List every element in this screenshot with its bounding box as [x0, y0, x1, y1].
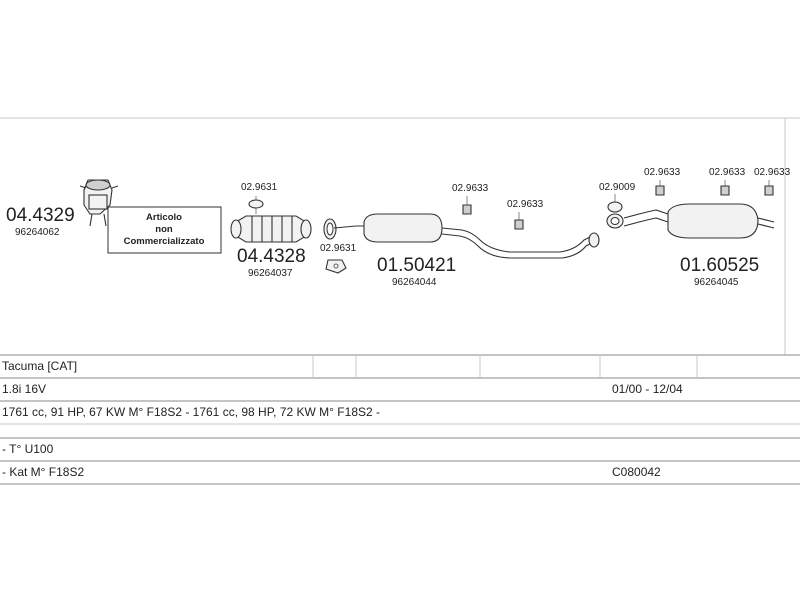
part-number-p3: 01.50421 — [377, 255, 456, 276]
gasket-g2-icon[interactable] — [325, 259, 347, 274]
note-line-3: Commercializzato — [124, 236, 205, 247]
catalyst-code: - Kat M° F18S2 — [2, 465, 85, 479]
small-part-g1: 02.9631 — [241, 182, 278, 193]
catalytic-converter-part[interactable] — [230, 215, 312, 243]
middle-silencer-part[interactable] — [333, 213, 600, 259]
production-dates: 01/00 - 12/04 — [612, 382, 683, 396]
part-number-p1: 04.4329 — [6, 205, 75, 226]
engine-label: 1.8i 16V — [2, 382, 47, 396]
part-number-p4: 01.60525 — [680, 255, 759, 276]
note-line-1: Articolo — [146, 212, 182, 223]
small-part-h2: 02.9633 — [507, 199, 544, 210]
hanger-h1-icon[interactable] — [462, 204, 472, 215]
note-line-2: non — [155, 224, 173, 235]
gasket-g1-icon[interactable] — [248, 199, 264, 209]
engine-specs: 1761 cc, 91 HP, 67 KW M° F18S2 - 1761 cc… — [2, 405, 380, 419]
model-name: Tacuma [CAT] — [2, 359, 78, 373]
oem-number-p4: 96264045 — [694, 277, 739, 288]
oem-number-p1: 96264062 — [15, 227, 60, 238]
small-part-h5: 02.9633 — [754, 167, 791, 178]
oem-number-p2: 96264037 — [248, 268, 293, 279]
gasket-ring-icon[interactable] — [323, 218, 337, 240]
not-sold-note-box — [107, 206, 222, 254]
small-part-h3: 02.9633 — [644, 167, 681, 178]
kit-code: C080042 — [612, 465, 661, 479]
rear-silencer-part[interactable] — [623, 203, 775, 239]
small-part-g2: 02.9631 — [320, 243, 357, 254]
small-part-h4: 02.9633 — [709, 167, 746, 178]
small-part-j1: 02.9009 — [599, 182, 636, 193]
hanger-h3-icon[interactable] — [655, 185, 665, 196]
manifold-catalyst-part[interactable] — [79, 179, 119, 227]
clamp-j1-icon[interactable] — [606, 201, 624, 229]
vehicle-type: - T° U100 — [2, 442, 54, 456]
oem-number-p3: 96264044 — [392, 277, 437, 288]
hanger-h2-icon[interactable] — [514, 219, 524, 230]
hanger-h5-icon[interactable] — [764, 185, 774, 196]
part-number-p2: 04.4328 — [237, 246, 306, 267]
hanger-h4-icon[interactable] — [720, 185, 730, 196]
small-part-h1: 02.9633 — [452, 183, 489, 194]
